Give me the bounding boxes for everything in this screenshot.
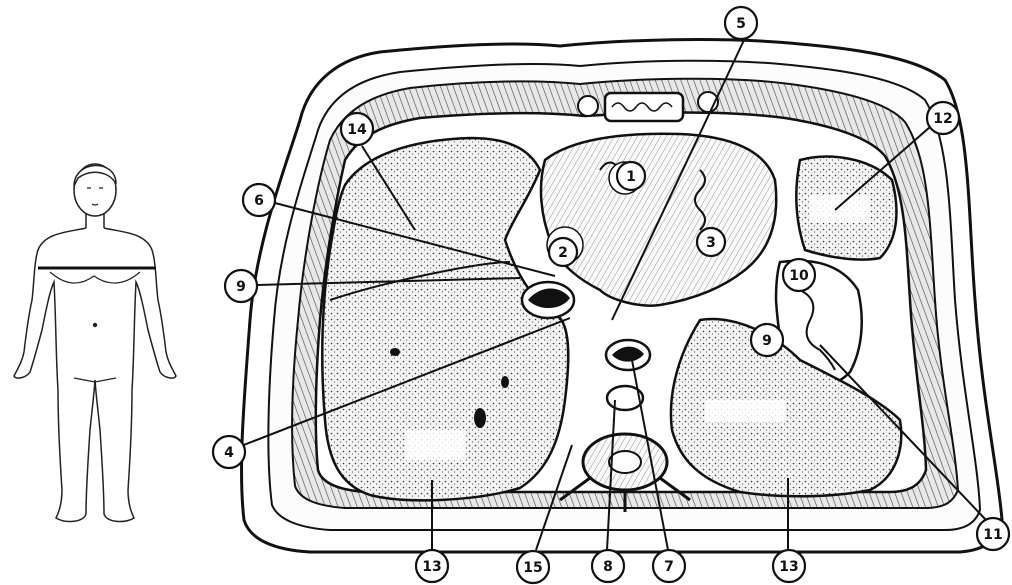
callout-number-label: 13: [779, 559, 798, 575]
callout-4: 4: [213, 436, 245, 468]
hepatic-vessel: [501, 376, 509, 388]
callout-3: 3: [697, 228, 725, 256]
spleen-highlight: [810, 195, 870, 223]
hepatic-vessel: [474, 408, 486, 428]
callout-number-label: 9: [236, 279, 246, 295]
callout-12: 12: [927, 102, 959, 134]
callout-number-label: 3: [706, 235, 716, 251]
callout-number-label: 6: [254, 193, 264, 209]
callout-number-label: 12: [933, 111, 952, 127]
callout-number-label: 14: [347, 122, 367, 138]
callout-14: 14: [341, 113, 373, 145]
callout-6: 6: [243, 184, 275, 216]
liver-highlight: [405, 430, 465, 460]
body-outline-figure: [14, 164, 176, 521]
callout-9-left: 9: [225, 270, 257, 302]
callout-10: 10: [783, 259, 815, 291]
callout-number-label: 10: [789, 268, 809, 284]
callout-8: 8: [592, 550, 624, 582]
callout-number-label: 11: [983, 527, 1002, 543]
hepatic-vessel: [390, 348, 400, 356]
callout-number-label: 15: [523, 560, 542, 576]
rectus-left: [578, 96, 598, 116]
figure-navel: [93, 323, 97, 327]
callout-7: 7: [653, 550, 685, 582]
callout-number-label: 5: [736, 16, 746, 32]
kidney-highlight: [705, 400, 785, 422]
callout-13-right: 13: [773, 550, 805, 582]
callout-1: 1: [617, 162, 645, 190]
callout-2: 2: [549, 238, 577, 266]
callout-15: 15: [517, 551, 549, 583]
callout-number-label: 7: [664, 559, 674, 575]
callout-number-label: 4: [224, 445, 234, 461]
callout-5: 5: [725, 7, 757, 39]
callout-9-right: 9: [751, 324, 783, 356]
callout-number-label: 2: [558, 245, 568, 261]
callout-number-label: 9: [762, 333, 772, 349]
callout-13-left: 13: [416, 550, 448, 582]
callout-number-label: 1: [626, 169, 636, 185]
figure-torso: [14, 228, 176, 521]
spinal-canal: [609, 451, 641, 473]
callout-number-label: 8: [603, 559, 613, 575]
callout-number-label: 13: [422, 559, 441, 575]
callout-11: 11: [977, 518, 1009, 550]
